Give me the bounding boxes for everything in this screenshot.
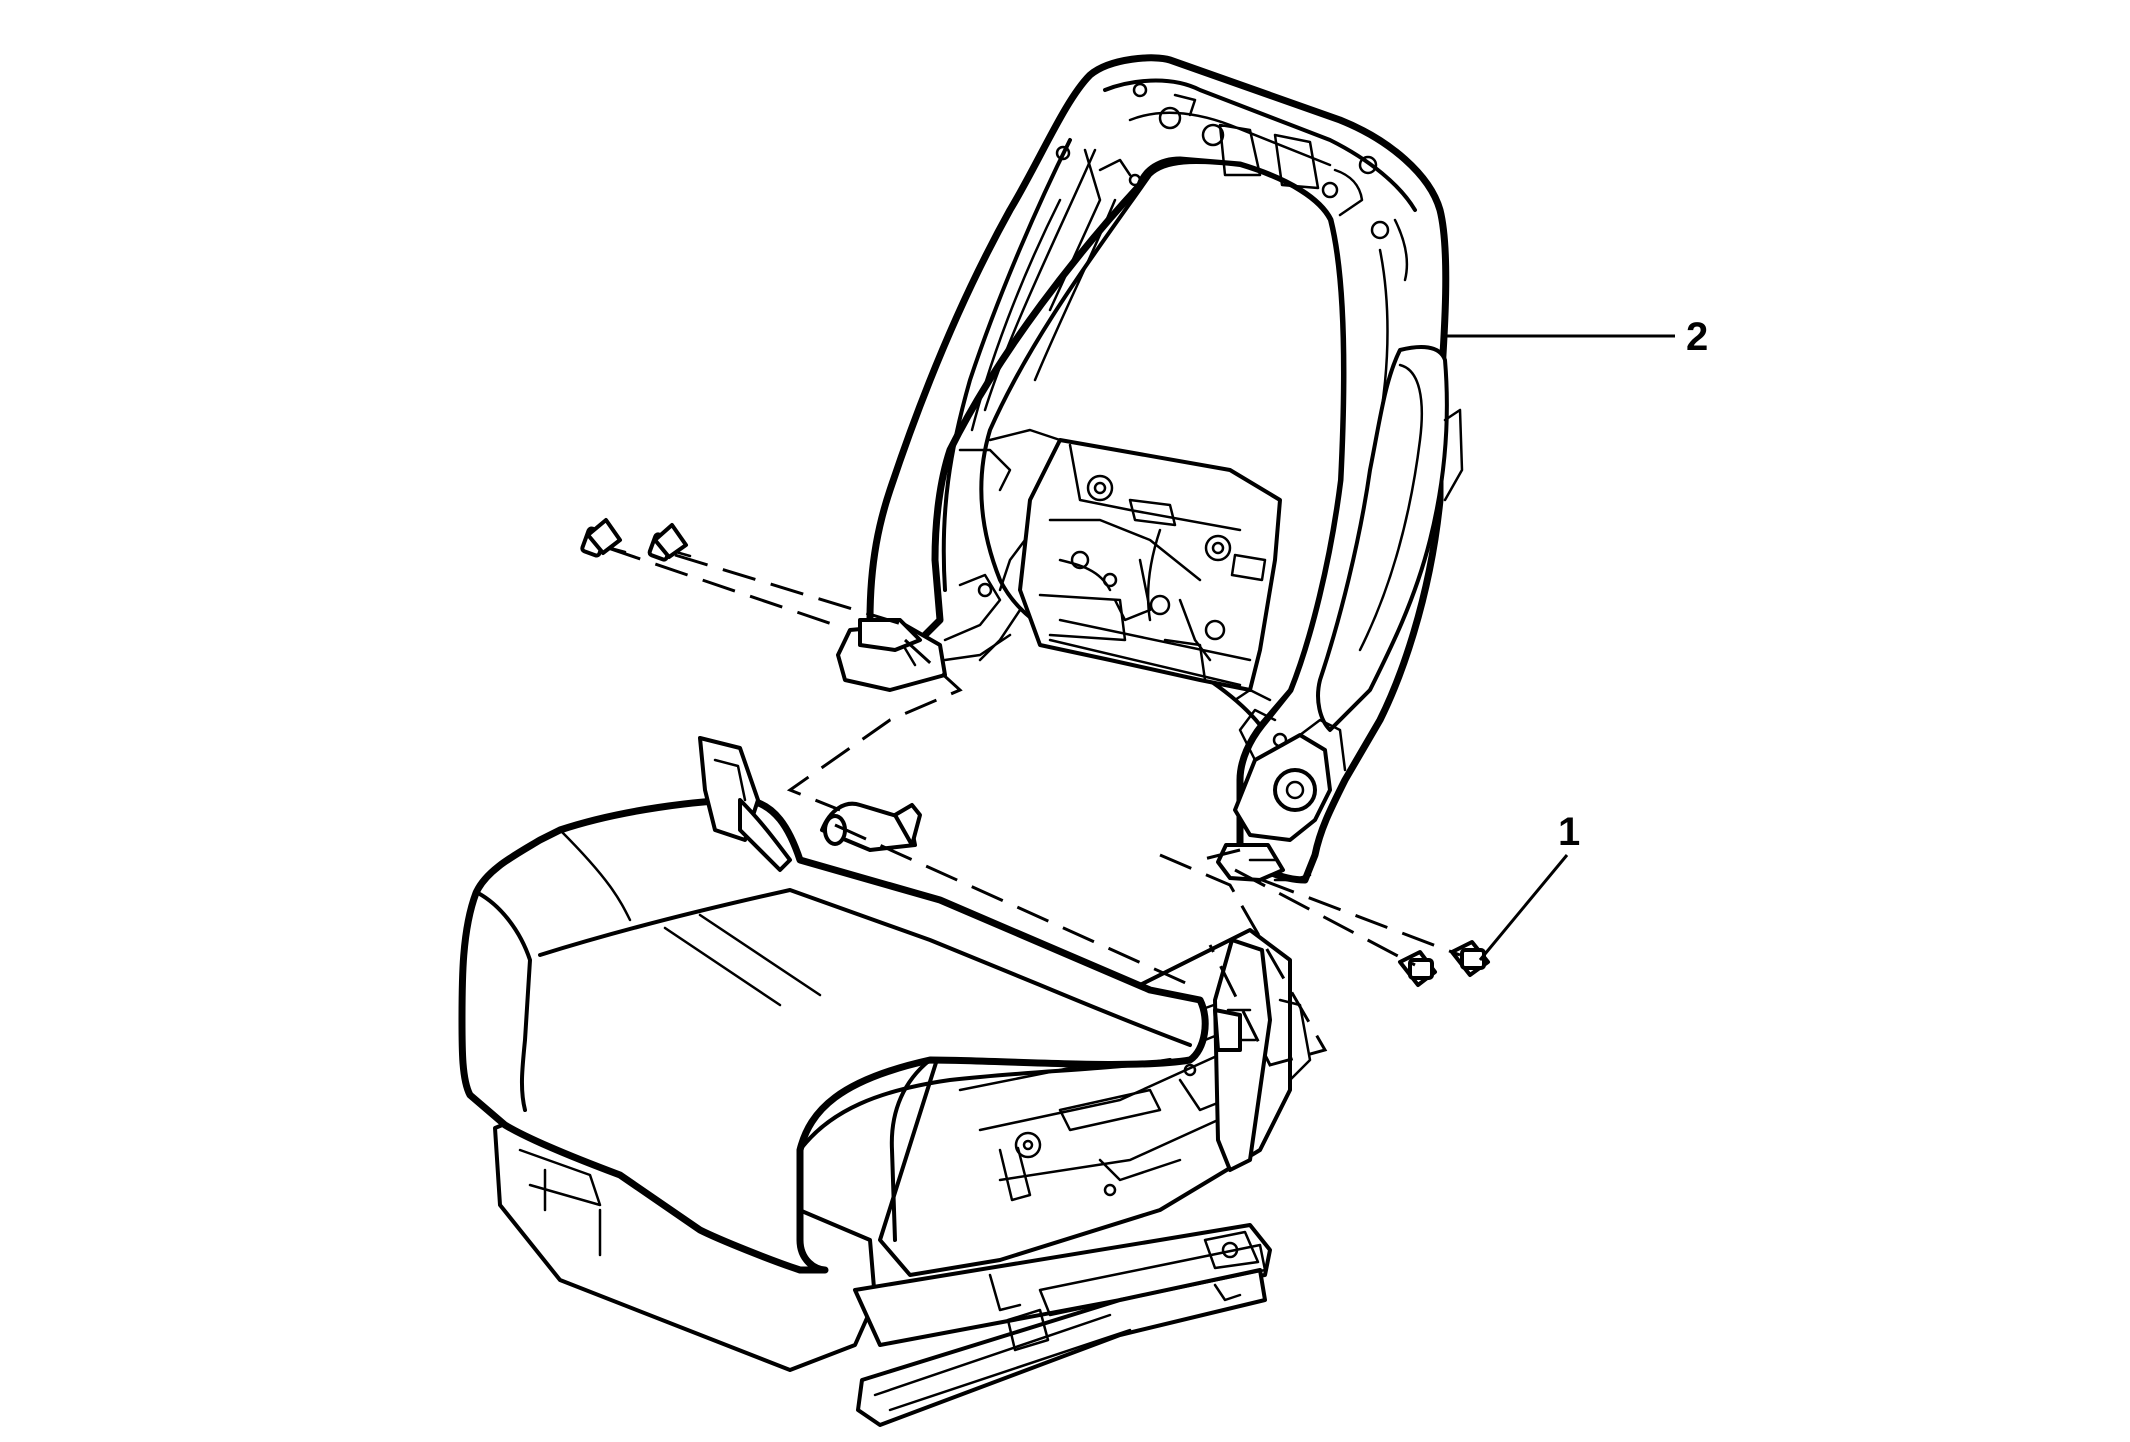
bolt-lower-right-1 (1398, 950, 1437, 987)
bolts (580, 518, 1490, 987)
seat-rear-cross-tube (820, 801, 922, 852)
alignment-lines (607, 546, 1461, 1067)
seat-back-right-side-panel (1316, 345, 1464, 732)
bolt-upper-left-2 (647, 523, 692, 562)
callout-1-label: 1 (1558, 810, 1581, 854)
seat-cushion (458, 736, 1312, 1427)
seat-back-left-rail (941, 138, 1132, 592)
seat-cushion-pad (458, 736, 1209, 1274)
seat-back-right-hinge (1216, 688, 1347, 882)
leader-line-1 (1478, 854, 1569, 961)
leader-lines (1445, 334, 1675, 961)
seat-back-frame (836, 54, 1464, 884)
seat-back-lower-mechanism (978, 438, 1282, 692)
callout-2-label: 2 (1686, 315, 1709, 359)
bolt-lower-right-2 (1450, 940, 1490, 977)
seat-base-rails (493, 1103, 1272, 1427)
seat-back-left-hinge (836, 538, 1027, 692)
